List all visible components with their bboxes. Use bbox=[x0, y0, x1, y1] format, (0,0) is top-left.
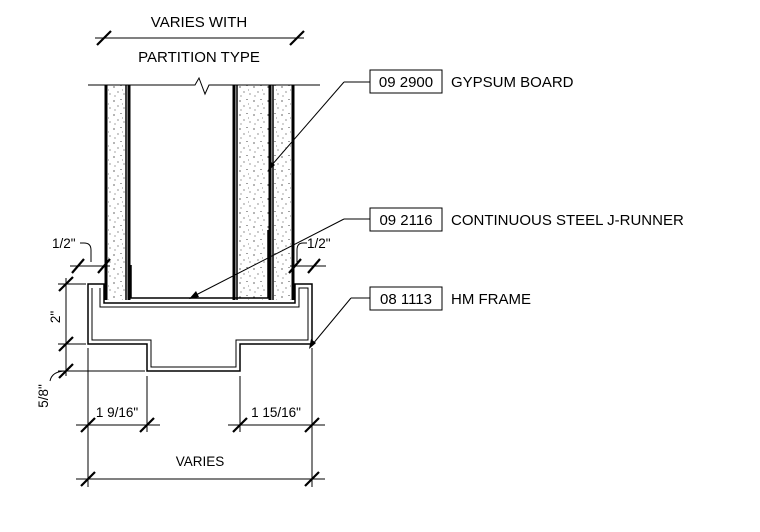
right-reveal-dimension: 1/2" bbox=[288, 236, 331, 274]
frame-depth-dimension: 2" 5/8" bbox=[36, 276, 145, 408]
right-reveal-label: 1/2" bbox=[307, 236, 331, 251]
keynote-hm-frame: 08 1113 HM FRAME bbox=[369, 286, 531, 311]
keynote-text: CONTINUOUS STEEL J-RUNNER bbox=[451, 212, 684, 229]
left-reveal-dimension: 1/2" bbox=[52, 236, 111, 274]
keynote-j-runner: 09 2116 CONTINUOUS STEEL J-RUNNER bbox=[369, 207, 684, 232]
right-gypsum-board-inner bbox=[237, 85, 270, 300]
keynote-code: 09 2900 bbox=[379, 74, 433, 91]
overall-label: VARIES bbox=[176, 454, 225, 469]
left-face-label: 1 9/16" bbox=[96, 405, 139, 420]
break-line bbox=[88, 76, 320, 96]
keynote-text: HM FRAME bbox=[451, 291, 531, 308]
keynote-leaders bbox=[189, 81, 370, 349]
face-lip-label: 5/8" bbox=[36, 384, 51, 408]
right-face-label: 1 15/16" bbox=[251, 405, 301, 420]
keynote-gypsum-board: 09 2900 GYPSUM BOARD bbox=[369, 69, 574, 94]
keynote-text: GYPSUM BOARD bbox=[451, 74, 574, 91]
left-gypsum-board bbox=[106, 85, 126, 300]
extension-lines bbox=[87, 348, 313, 487]
keynote-code: 09 2116 bbox=[379, 212, 432, 229]
top-dimension-label-line2: PARTITION TYPE bbox=[138, 49, 260, 66]
left-reveal-label: 1/2" bbox=[52, 236, 76, 251]
overall-dimension: VARIES bbox=[76, 454, 325, 487]
right-face-dimension: 1 15/16" bbox=[228, 405, 325, 433]
keynote-code: 08 1113 bbox=[380, 291, 432, 308]
frame-depth-label: 2" bbox=[48, 311, 63, 324]
left-face-dimension: 1 9/16" bbox=[76, 405, 160, 433]
j-runner bbox=[130, 230, 269, 299]
top-dimension: VARIES WITH PARTITION TYPE bbox=[95, 14, 305, 66]
partition-section bbox=[104, 85, 295, 300]
right-gypsum-board-outer bbox=[273, 85, 293, 300]
top-dimension-label-line1: VARIES WITH bbox=[151, 14, 247, 31]
